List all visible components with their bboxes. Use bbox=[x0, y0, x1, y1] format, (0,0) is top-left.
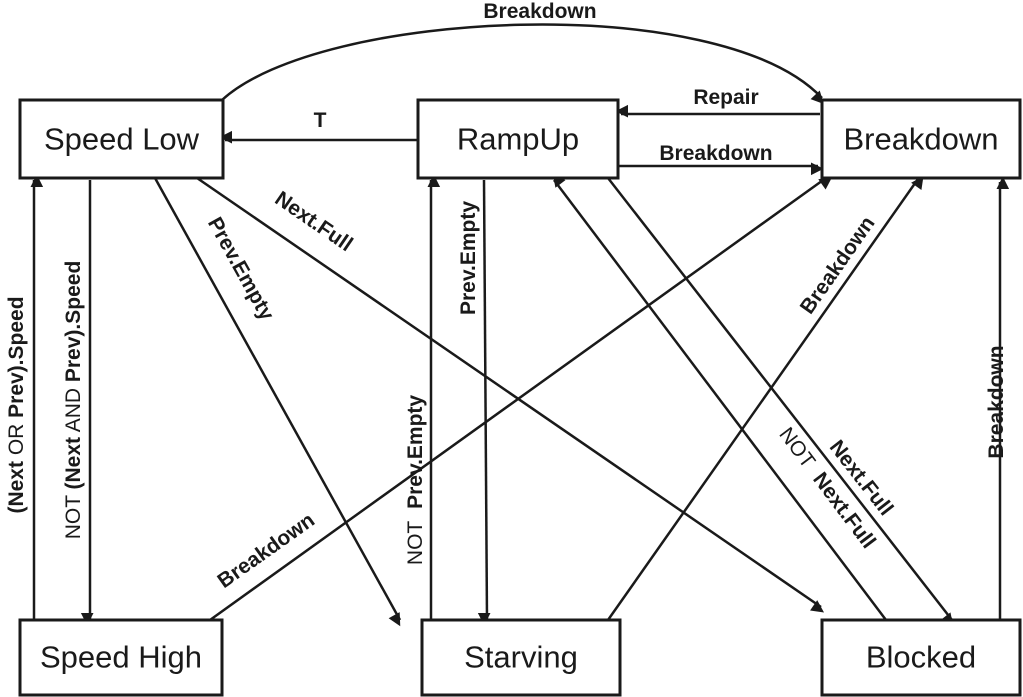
cond-down-part-5: ).Speed bbox=[62, 261, 85, 337]
state-blocked: Blocked bbox=[820, 618, 1022, 697]
state-speed-high-label: Speed High bbox=[40, 640, 202, 675]
state-starving: Starving bbox=[420, 618, 622, 697]
edge-rampup-starving-prevempty bbox=[477, 179, 491, 626]
label-rampup-breakdown: Breakdown bbox=[659, 142, 772, 165]
state-speed-low-label: Speed Low bbox=[44, 122, 200, 157]
cond-down-part-4: Prev bbox=[62, 336, 85, 382]
cond-up-part-2: Next bbox=[5, 461, 28, 507]
label-speed-down-condition: NOT (Next AND Prev).Speed bbox=[62, 261, 85, 540]
edge-speedlow-starving-prevempty bbox=[153, 177, 402, 627]
state-rampup-label: RampUp bbox=[457, 122, 579, 157]
label-top-arc-breakdown: Breakdown bbox=[483, 0, 596, 23]
label-speed-up-condition: (Next OR Prev).Speed bbox=[5, 296, 28, 513]
label-starving-breakdown: Breakdown bbox=[796, 212, 880, 318]
state-rampup: RampUp bbox=[416, 98, 620, 180]
label-prev-empty-word: Prev.Empty bbox=[404, 395, 427, 509]
label-t: T bbox=[314, 109, 327, 132]
state-speed-low: Speed Low bbox=[18, 98, 225, 180]
label-rampup-prev-empty: Prev.Empty bbox=[457, 201, 480, 315]
edge-speedlow-blocked-nextfull bbox=[196, 176, 825, 613]
edge-speedhigh-breakdown bbox=[209, 176, 833, 622]
cond-down-part-2: (Next bbox=[62, 437, 85, 490]
label-speedlow-prev-empty: Prev.Empty bbox=[203, 213, 279, 324]
cond-up-part-4: Prev bbox=[5, 372, 28, 418]
state-starving-label: Starving bbox=[464, 640, 578, 675]
label-not-keyword-2: NOT bbox=[404, 521, 427, 566]
cond-up-part-1: ( bbox=[5, 507, 28, 514]
edge-speedlow-breakdown-arc bbox=[221, 23, 824, 104]
cond-down-part-1: NOT bbox=[62, 489, 85, 539]
edge-blocked-rampup-notnextfull bbox=[552, 173, 887, 621]
edge-rampup-blocked-nextfull bbox=[607, 177, 954, 627]
cond-down-part-3: AND bbox=[62, 382, 85, 437]
cond-up-part-3: OR bbox=[5, 418, 28, 461]
cond-up-part-5: ).Speed bbox=[5, 296, 28, 372]
label-speedlow-next-full: Next.Full bbox=[271, 187, 357, 256]
edge-starving-breakdown bbox=[606, 176, 924, 621]
label-repair: Repair bbox=[693, 86, 758, 109]
label-not-keyword: NOT bbox=[774, 423, 819, 472]
state-breakdown: Breakdown bbox=[820, 98, 1022, 180]
state-speed-high: Speed High bbox=[18, 618, 224, 697]
label-starving-not-prev-empty: NOT Prev.Empty bbox=[404, 395, 427, 565]
state-breakdown-label: Breakdown bbox=[843, 122, 998, 157]
state-blocked-label: Blocked bbox=[866, 640, 976, 675]
label-blocked-breakdown: Breakdown bbox=[985, 345, 1008, 458]
